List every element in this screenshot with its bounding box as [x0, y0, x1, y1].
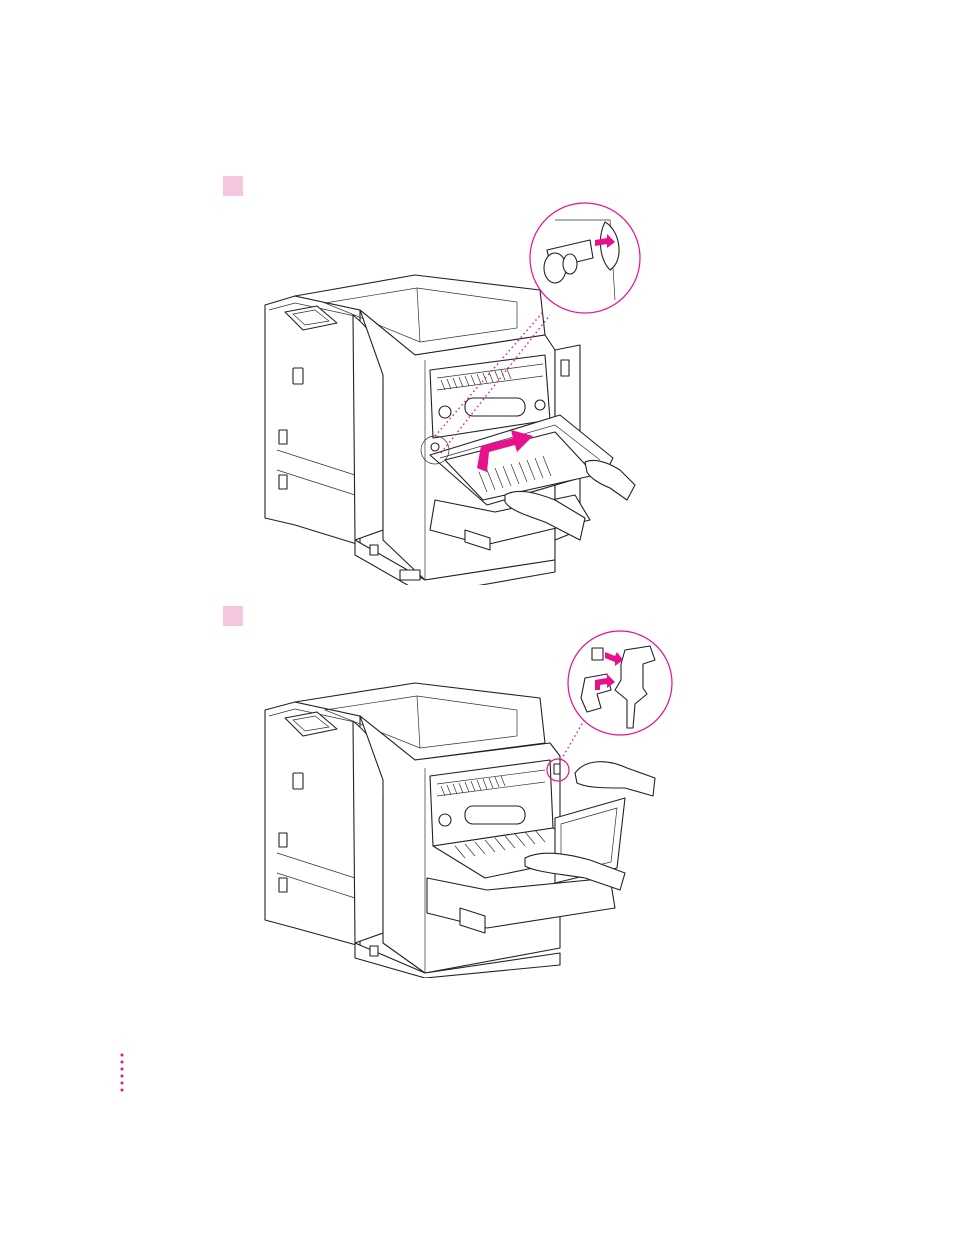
dotted-margin-rule	[119, 1052, 125, 1094]
step-2-marker	[223, 606, 243, 626]
printer-illustration-2	[255, 628, 675, 978]
printer-illustration-1	[255, 200, 655, 585]
figure-duplex-latch	[255, 628, 675, 978]
step-1-marker	[223, 176, 243, 196]
figure-duplex-insert	[255, 200, 655, 585]
